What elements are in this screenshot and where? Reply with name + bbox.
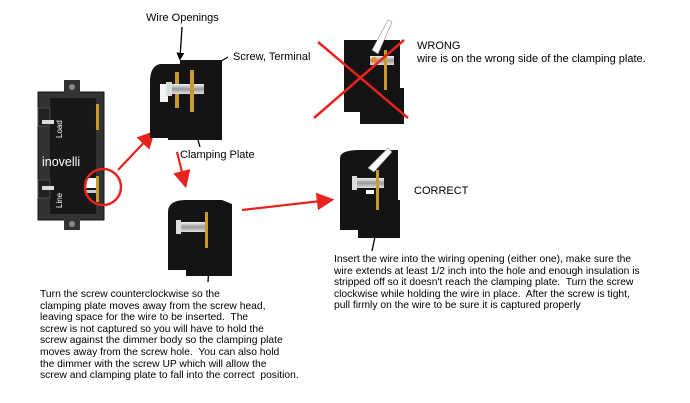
insert-instructions: Insert the wire into the wiring opening … [334,254,640,312]
wrong-cross-mark [313,39,409,119]
dimmer-device [37,80,105,230]
line-text: Line [55,192,64,208]
detail-loosened [168,200,232,276]
brand-text: inovelli [42,155,80,169]
wrong-description: wire is on the wrong side of the clampin… [417,53,646,65]
load-text: Load [55,120,64,138]
wire-openings-leader [176,26,185,61]
detail-correct [340,147,400,238]
arrow-to-correct-detail [241,192,335,212]
loosen-instructions: Turn the screw counterclockwise so the c… [40,289,299,382]
detail-terminal-closeup [150,60,222,140]
clamping-plate-label: Clamping Plate [180,149,255,161]
terminal-highlight-circle [83,167,123,207]
arrow-to-top-detail [117,130,156,171]
wire-openings-label: Wire Openings [146,12,219,24]
correct-title: CORRECT [414,185,469,197]
flow-arrows [117,130,335,212]
wrong-title: WRONG [417,40,461,52]
screw-terminal-label: Screw, Terminal [233,51,311,63]
arrow-to-middle-detail [173,151,191,189]
